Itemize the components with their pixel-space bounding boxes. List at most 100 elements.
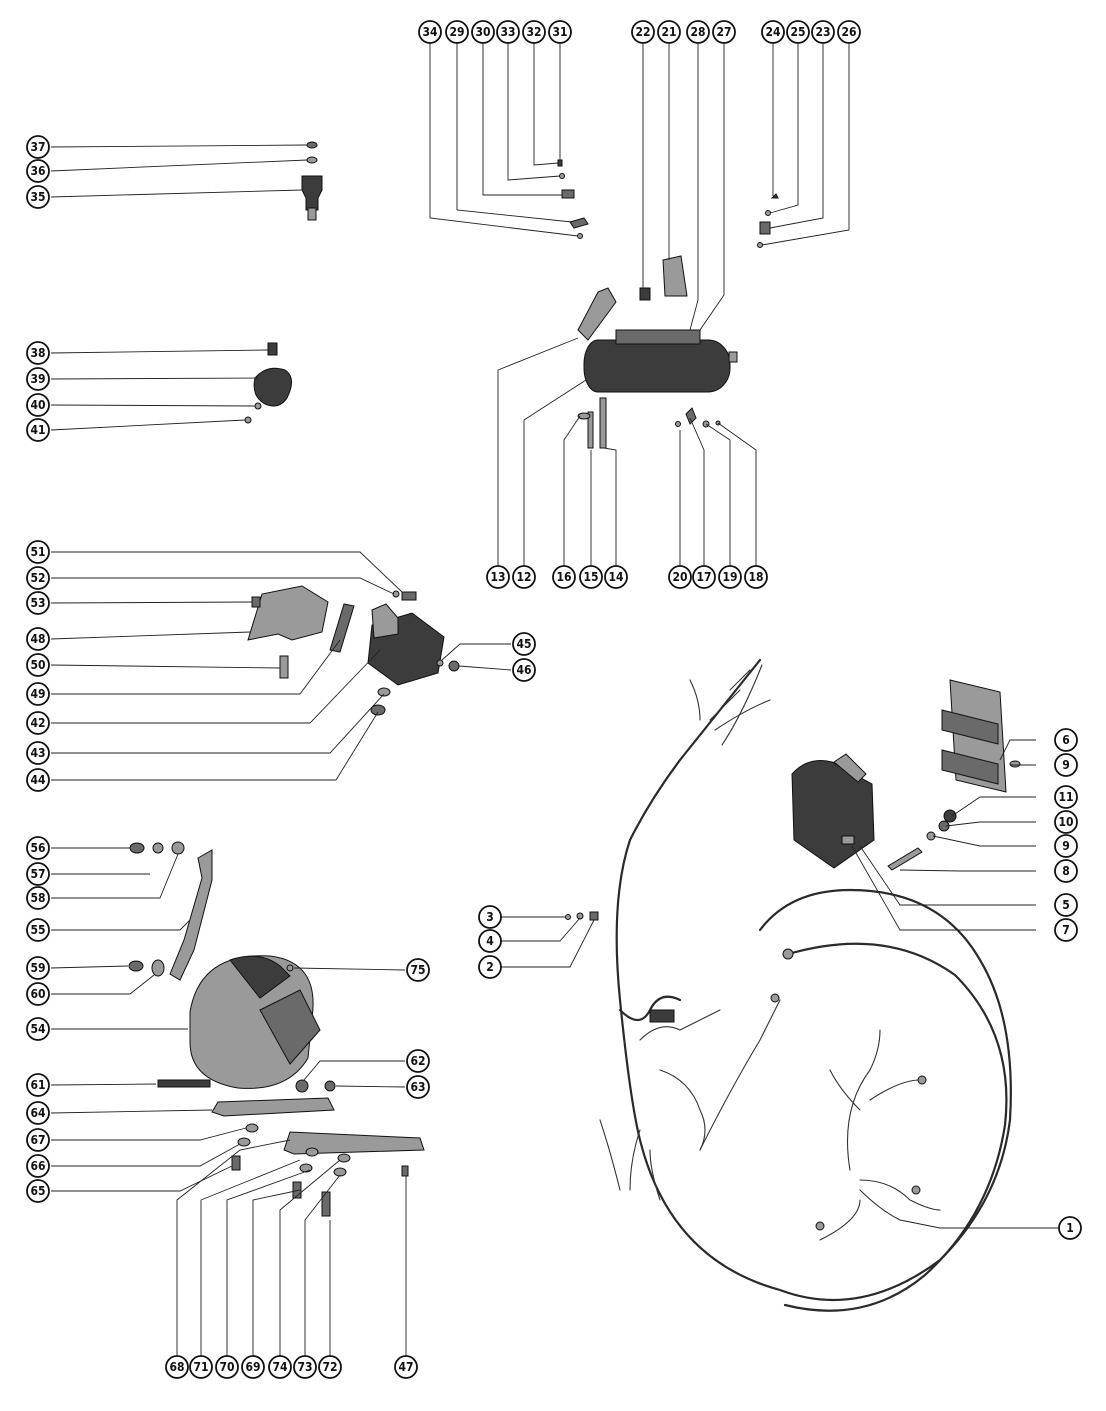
svg-text:67: 67 — [30, 1133, 45, 1147]
screw-hardware-icon — [565, 911, 599, 921]
callout-15: 15 — [579, 565, 603, 589]
svg-text:39: 39 — [30, 372, 45, 386]
callout-12: 12 — [512, 565, 536, 589]
callout-61: 61 — [26, 1073, 50, 1097]
svg-text:28: 28 — [690, 25, 705, 39]
callout-22: 22 — [631, 20, 655, 44]
svg-text:53: 53 — [30, 596, 45, 610]
callout-36: 36 — [26, 159, 50, 183]
callout-44: 44 — [26, 768, 50, 792]
callout-18: 18 — [744, 565, 768, 589]
svg-text:59: 59 — [30, 961, 45, 975]
callout-5: 5 — [1054, 893, 1078, 917]
svg-text:60: 60 — [30, 987, 45, 1001]
small-hardware-icon — [557, 159, 779, 248]
callout-71: 71 — [189, 1355, 213, 1379]
svg-text:18: 18 — [748, 570, 763, 584]
svg-text:49: 49 — [30, 687, 45, 701]
svg-text:46: 46 — [516, 663, 531, 677]
callout-65: 65 — [26, 1179, 50, 1203]
svg-text:30: 30 — [475, 25, 490, 39]
callout-60: 60 — [26, 982, 50, 1006]
svg-text:6: 6 — [1062, 733, 1070, 747]
svg-text:51: 51 — [30, 545, 45, 559]
svg-text:21: 21 — [661, 25, 676, 39]
callout-31: 31 — [548, 20, 572, 44]
svg-text:58: 58 — [30, 891, 45, 905]
callout-42: 42 — [26, 711, 50, 735]
svg-text:19: 19 — [722, 570, 737, 584]
svg-text:55: 55 — [30, 923, 45, 937]
svg-text:43: 43 — [30, 746, 45, 760]
callout-54: 54 — [26, 1017, 50, 1041]
svg-text:23: 23 — [815, 25, 830, 39]
svg-text:9: 9 — [1062, 839, 1070, 853]
callout-59: 59 — [26, 956, 50, 980]
callout-51: 51 — [26, 540, 50, 564]
callout-46: 46 — [512, 658, 536, 682]
svg-text:1: 1 — [1066, 1221, 1074, 1235]
svg-text:48: 48 — [30, 632, 45, 646]
callout-14: 14 — [604, 565, 628, 589]
svg-text:4: 4 — [486, 934, 494, 948]
callout-1: 1 — [1058, 1216, 1082, 1240]
callout-34: 34 — [418, 20, 442, 44]
callout-40: 40 — [26, 393, 50, 417]
callout-67: 67 — [26, 1128, 50, 1152]
svg-text:33: 33 — [500, 25, 515, 39]
ignition-component-icon — [244, 342, 292, 424]
callout-20: 20 — [668, 565, 692, 589]
svg-text:42: 42 — [30, 716, 45, 730]
svg-text:3: 3 — [486, 910, 494, 924]
callout-10: 10 — [1054, 810, 1078, 834]
callout-69: 69 — [241, 1355, 265, 1379]
svg-text:50: 50 — [30, 658, 45, 672]
svg-text:54: 54 — [30, 1022, 46, 1036]
svg-text:20: 20 — [672, 570, 687, 584]
callout-4: 4 — [478, 929, 502, 953]
callout-62: 62 — [406, 1049, 430, 1073]
svg-text:73: 73 — [297, 1360, 312, 1374]
callout-39: 39 — [26, 367, 50, 391]
callout-68: 68 — [165, 1355, 189, 1379]
callout-30: 30 — [471, 20, 495, 44]
callout-27: 27 — [712, 20, 736, 44]
svg-text:8: 8 — [1062, 864, 1070, 878]
svg-text:2: 2 — [486, 960, 494, 974]
callout-53: 53 — [26, 591, 50, 615]
svg-text:9: 9 — [1062, 758, 1070, 772]
callout-17: 17 — [692, 565, 716, 589]
svg-text:7: 7 — [1062, 923, 1070, 937]
svg-text:47: 47 — [398, 1360, 413, 1374]
svg-text:68: 68 — [169, 1360, 184, 1374]
callout-9: 9 — [1054, 834, 1078, 858]
svg-text:52: 52 — [30, 571, 45, 585]
svg-text:29: 29 — [449, 25, 464, 39]
callout-28: 28 — [686, 20, 710, 44]
callout-25: 25 — [786, 20, 810, 44]
svg-text:71: 71 — [193, 1360, 208, 1374]
callout-45: 45 — [512, 632, 536, 656]
svg-text:75: 75 — [410, 963, 425, 977]
callout-41: 41 — [26, 418, 50, 442]
svg-text:40: 40 — [30, 398, 45, 412]
callout-64: 64 — [26, 1101, 50, 1125]
svg-text:44: 44 — [30, 773, 46, 787]
svg-text:62: 62 — [410, 1054, 425, 1068]
callout-38: 38 — [26, 341, 50, 365]
callout-57: 57 — [26, 862, 50, 886]
callout-21: 21 — [657, 20, 681, 44]
svg-text:69: 69 — [245, 1360, 260, 1374]
starter-motor-icon — [577, 255, 738, 449]
callout-72: 72 — [318, 1355, 342, 1379]
svg-text:64: 64 — [30, 1106, 46, 1120]
callout-23: 23 — [811, 20, 835, 44]
callout-29: 29 — [445, 20, 469, 44]
svg-text:45: 45 — [516, 637, 531, 651]
svg-text:17: 17 — [696, 570, 711, 584]
callout-50: 50 — [26, 653, 50, 677]
callout-8: 8 — [1054, 859, 1078, 883]
callout-43: 43 — [26, 741, 50, 765]
svg-text:11: 11 — [1058, 790, 1073, 804]
